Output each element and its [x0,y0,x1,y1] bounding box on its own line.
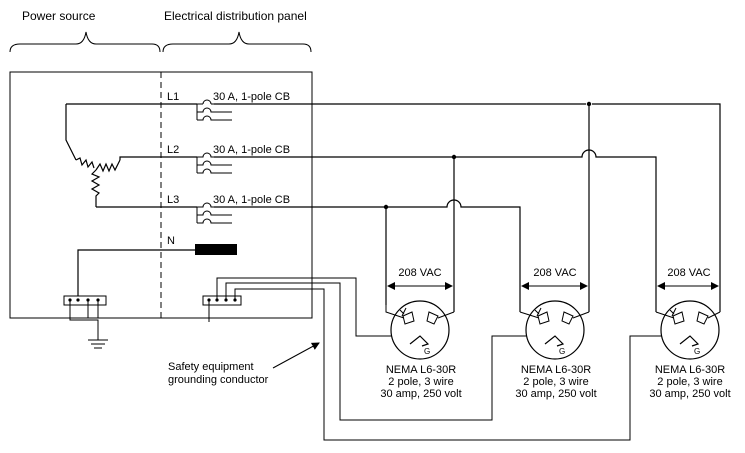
receptacle-1-poles: 2 pole, 3 wire [388,376,453,388]
voltage-label-2: 208 VAC [533,267,576,279]
voltage-label-1: 208 VAC [398,267,441,279]
power-source-brace [9,31,161,53]
breaker-3-label: 30 A, 1-pole CB [213,194,290,206]
l1-feeder [214,103,721,286]
breaker-1-label: 30 A, 1-pole CB [213,91,290,103]
n-label: N [167,235,175,247]
receptacle-2-rating: 30 amp, 250 volt [515,388,596,400]
l3-feeder [214,199,521,286]
receptacle-3-poles: 2 pole, 3 wire [657,376,722,388]
power-source-header: Power source [22,9,96,23]
annotation-line2: grounding conductor [168,374,269,386]
receptacle-2-poles: 2 pole, 3 wire [523,376,588,388]
receptacle-2-model: NEMA L6-30R [521,364,591,376]
l2-feeder [214,149,657,286]
source-ground-links [69,300,99,340]
neutral-bar [195,244,237,255]
wye-transformer [65,104,121,207]
breaker-2-label: 30 A, 1-pole CB [213,144,290,156]
panel-brace [162,31,312,53]
l1-junction [586,101,592,107]
neutral-wire [77,249,195,296]
receptacle-3-rating: 30 amp, 250 volt [649,388,730,400]
l2-junction [451,154,457,160]
panel-header: Electrical distribution panel [164,9,307,23]
breaker-1 [196,99,232,121]
receptacle-1-rating: 30 amp, 250 volt [380,388,461,400]
ground-conductor-r1 [216,277,391,337]
receptacle-3-ground: G [694,347,700,356]
l2-bus-left [119,156,197,160]
annotation-arrow [272,342,320,369]
receptacle-1: G [385,300,455,360]
receptacle-2: G [519,300,590,360]
l1-label: L1 [167,91,179,103]
receptacle-3: G [655,300,721,360]
earth-ground-icon [88,339,108,349]
ground-conductor-r2 [225,282,526,421]
breaker-2 [196,152,232,174]
receptacle-1-model: NEMA L6-30R [386,364,456,376]
receptacle-2-ground: G [559,347,565,356]
ground-conductor-r3 [234,288,661,441]
l3-junction [383,204,389,210]
breaker-3 [196,202,232,224]
voltage-label-3: 208 VAC [667,267,710,279]
receptacle-1-ground: G [424,347,430,356]
annotation-line1: Safety equipment [168,361,254,373]
receptacle-3-model: NEMA L6-30R [655,364,725,376]
source-terminal-block [63,295,107,306]
l3-label: L3 [167,194,179,206]
l2-label: L2 [167,144,179,156]
